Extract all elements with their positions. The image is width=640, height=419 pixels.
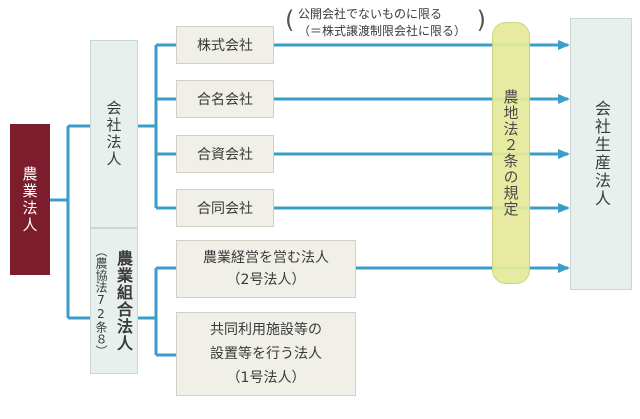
kumiai-label: 農業組合法人 bbox=[114, 250, 133, 352]
type-5-line1: 農業経営を営む法人 bbox=[203, 250, 329, 266]
type-5-line2: （2号法人） bbox=[226, 272, 306, 288]
note-line1: 公開会社でないものに限る bbox=[298, 7, 443, 21]
type-6-line3: （1号法人） bbox=[226, 370, 306, 386]
type-6-line2: 設置等を行う法人 bbox=[210, 346, 322, 362]
group-nouji-kumiai-houjin: 農業組合法人 （農協法72条８） bbox=[90, 228, 138, 374]
type-goumei-gaisha: 合名会社 bbox=[176, 80, 274, 118]
regulation-nouchihou-2jou: 農地法２条の規定 bbox=[492, 22, 530, 284]
type-nougyou-keiei-houjin: 農業経営を営む法人 （2号法人） bbox=[176, 240, 356, 298]
note-line2: （＝株式譲渡制限会社に限る） bbox=[298, 24, 467, 38]
kabushiki-note: ( 公開会社でないものに限る （＝株式譲渡制限会社に限る） ) bbox=[285, 6, 486, 40]
group-kaisha-houjin: 会社法人 bbox=[90, 40, 138, 228]
type-6-line1: 共同利用施設等の bbox=[210, 322, 322, 338]
kumiai-sublabel: （農協法72条８） bbox=[94, 245, 108, 357]
type-goushi-gaisha: 合資会社 bbox=[176, 135, 274, 173]
note-open-paren: ( bbox=[285, 6, 295, 34]
note-close-paren: ) bbox=[476, 6, 486, 34]
target-kaisha-seisan-houjin: 会社生産法人 bbox=[570, 18, 632, 290]
type-goudou-gaisha: 合同会社 bbox=[176, 189, 274, 227]
type-kyoudou-riyou-shisetsu-houjin: 共同利用施設等の 設置等を行う法人 （1号法人） bbox=[176, 312, 356, 396]
root-node-nougyou-houjin: 農業法人 bbox=[10, 124, 50, 275]
type-kabushiki-gaisha: 株式会社 bbox=[176, 26, 274, 64]
